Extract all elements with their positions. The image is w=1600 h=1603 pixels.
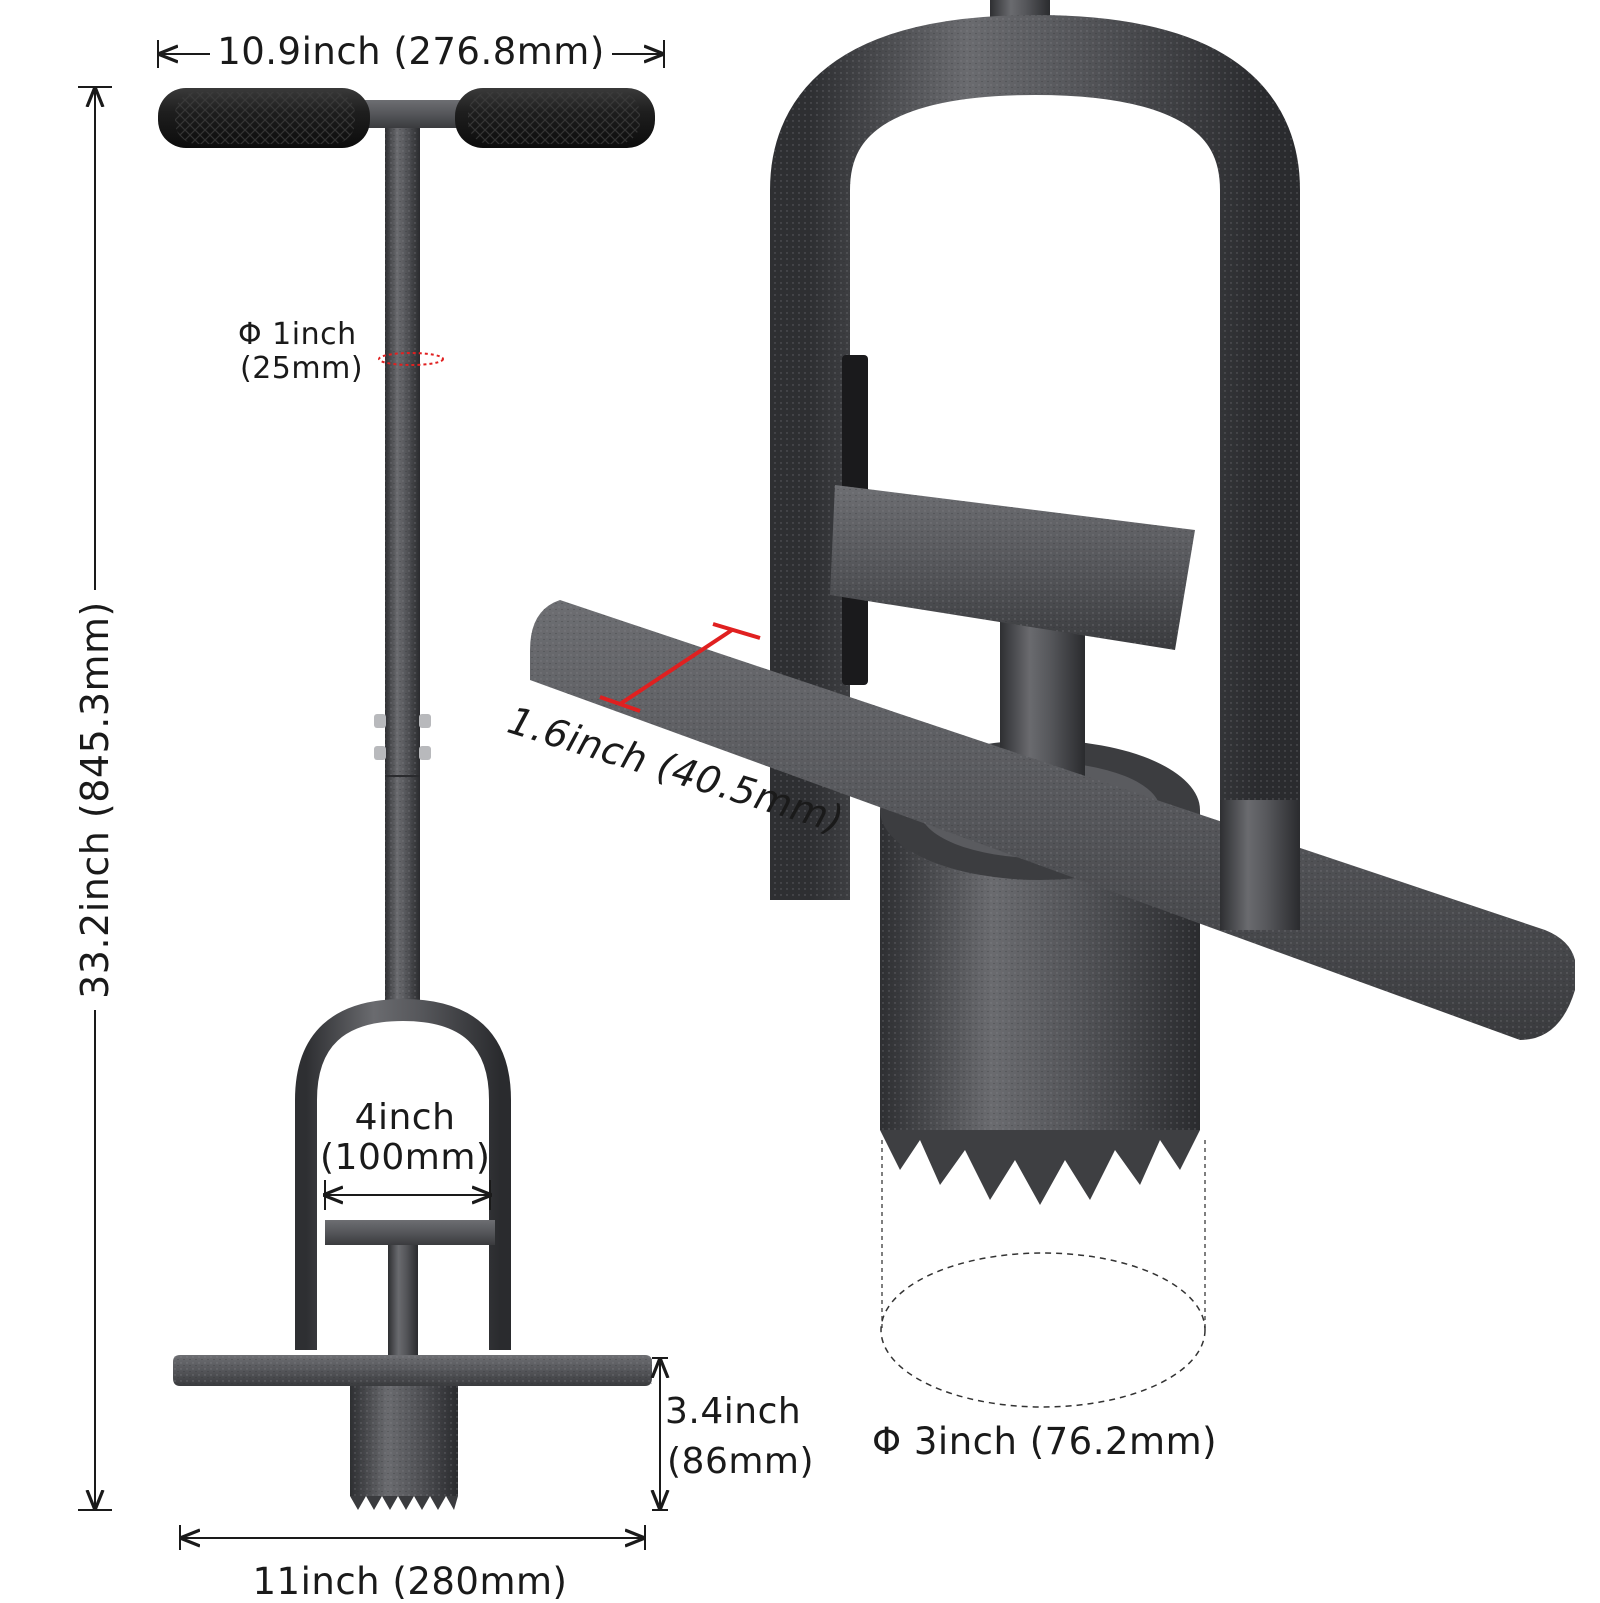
shaft-bolts <box>374 714 431 777</box>
full-tool-view <box>158 88 655 1510</box>
tube-teeth <box>350 1496 458 1510</box>
tube-diameter-label: Φ 3inch (76.2mm) <box>872 1420 1218 1463</box>
footplate-width-label: 11inch (280mm) <box>252 1560 568 1603</box>
handle-width-label: 10.9inch (276.8mm) <box>217 30 605 73</box>
red-measure-marks <box>378 352 761 713</box>
tube-height-label-2: (86mm) <box>667 1441 815 1482</box>
closeup-view <box>530 0 1575 1408</box>
inner-rod <box>388 1245 418 1365</box>
shaft-diameter-label-1: Φ 1inch <box>238 317 357 352</box>
total-height-label: 33.2inch (845.3mm) <box>73 601 117 999</box>
closeup-tube-teeth <box>880 1130 1200 1205</box>
u-frame <box>295 998 511 1350</box>
shaft-diameter-label-2: (25mm) <box>240 351 364 386</box>
frame-width-label-2: (100mm) <box>320 1137 491 1178</box>
upper-plate <box>325 1220 495 1245</box>
dimension-lines <box>78 40 668 1550</box>
frame-width-label-1: 4inch <box>354 1097 456 1138</box>
tube-projection <box>880 1140 1206 1408</box>
left-grip <box>158 88 370 148</box>
right-grip <box>455 88 655 148</box>
tube-height-label-1: 3.4inch <box>665 1391 802 1432</box>
